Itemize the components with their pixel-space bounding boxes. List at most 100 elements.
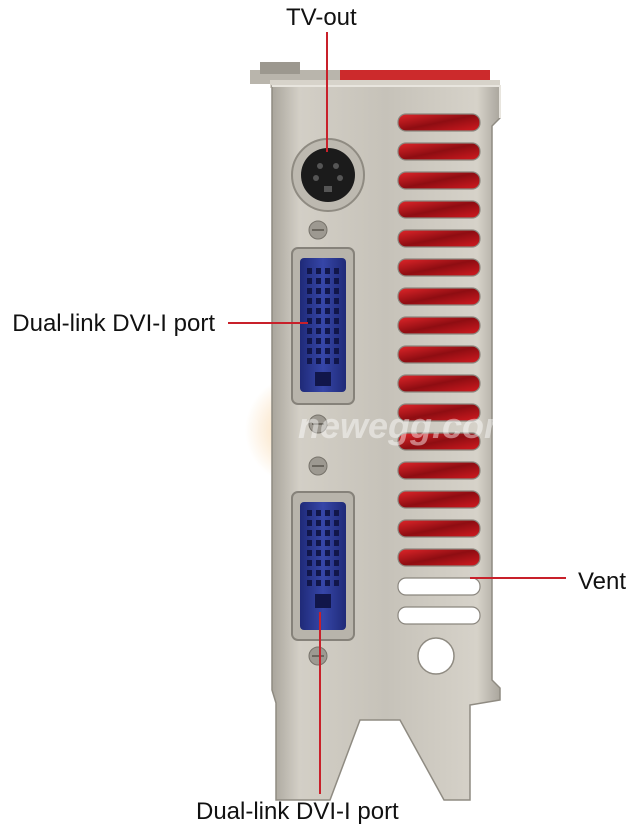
dvi-pin (334, 298, 339, 304)
dvi-pin (325, 298, 330, 304)
dvi-pin (325, 570, 330, 576)
dvi-pin (334, 318, 339, 324)
dvi-pin (316, 348, 321, 354)
dvi-pin (316, 540, 321, 546)
dvi-key (315, 594, 331, 608)
dvi-pin (316, 560, 321, 566)
vent-slot (397, 490, 481, 509)
dvi-pin (307, 520, 312, 526)
dvi-pin (316, 308, 321, 314)
vent-slot (397, 577, 481, 596)
dvi-pin (325, 560, 330, 566)
dvi-pin (307, 288, 312, 294)
label-dvi-port-bottom: Dual-link DVI-I port (196, 798, 399, 825)
dvi-pin (334, 530, 339, 536)
screw-2 (308, 414, 328, 434)
vent-slot (397, 316, 481, 335)
bracket-top-tab (250, 62, 500, 88)
vent-slot (397, 171, 481, 190)
vent-slot (397, 432, 481, 451)
dvi-pin (316, 298, 321, 304)
dvi-pin (316, 318, 321, 324)
dvi-pin (316, 550, 321, 556)
dvi-pin (307, 530, 312, 536)
vent-slot (397, 461, 481, 480)
vent-slot (397, 519, 481, 538)
dvi-pin (307, 560, 312, 566)
dvi-pin (325, 318, 330, 324)
dvi-pin (334, 510, 339, 516)
vent-slot (397, 345, 481, 364)
dvi-pin (325, 510, 330, 516)
dvi-pin (316, 530, 321, 536)
dvi-pin (325, 268, 330, 274)
dvi-pin (307, 358, 312, 364)
dvi-pin (325, 328, 330, 334)
dvi-pin (325, 338, 330, 344)
dvi-pin (307, 338, 312, 344)
dvi-pin (316, 580, 321, 586)
screw-1 (308, 220, 328, 240)
dvi-pin (307, 278, 312, 284)
dvi-pin (307, 348, 312, 354)
dvi-pin (334, 338, 339, 344)
vent-slot (397, 403, 481, 422)
dvi-pin (307, 308, 312, 314)
dvi-pin (334, 348, 339, 354)
label-dvi-port-top: Dual-link DVI-I port (12, 310, 215, 337)
dvi-pin (325, 550, 330, 556)
dvi-pin (316, 338, 321, 344)
vent-slot (397, 200, 481, 219)
vent-slot (397, 258, 481, 277)
vent-slot (397, 548, 481, 567)
dvi-pin (307, 540, 312, 546)
dvi-pin (316, 520, 321, 526)
dvi-pin (307, 328, 312, 334)
dvi-pin (325, 288, 330, 294)
dvi-pin (334, 580, 339, 586)
dvi-pin (307, 510, 312, 516)
vent-slots (397, 113, 481, 625)
dvi-pin (316, 268, 321, 274)
dvi-pin (316, 288, 321, 294)
dvi-pin (334, 540, 339, 546)
label-tv-out: TV-out (286, 4, 357, 31)
dvi-pin (316, 510, 321, 516)
label-vent: Vent (578, 568, 627, 595)
dvi-pin (334, 358, 339, 364)
dvi-pin (316, 358, 321, 364)
dvi-pin (325, 580, 330, 586)
dvi-pin (334, 570, 339, 576)
vent-slot (397, 229, 481, 248)
dvi-pin (325, 308, 330, 314)
tv-out-port (291, 138, 365, 212)
dvi-pin (334, 308, 339, 314)
dvi-port-top (291, 247, 355, 405)
dvi-pin (325, 358, 330, 364)
dvi-pin (307, 298, 312, 304)
dvi-pin (334, 288, 339, 294)
dvi-pin (334, 550, 339, 556)
dvi-pin (334, 278, 339, 284)
dvi-pin (334, 268, 339, 274)
vent-slot (397, 606, 481, 625)
screw-4 (308, 646, 328, 666)
vent-slot (397, 142, 481, 161)
dvi-pin (316, 278, 321, 284)
vent-slot (397, 374, 481, 393)
dvi-pin (334, 328, 339, 334)
bracket-hole (417, 637, 455, 675)
dvi-pin (334, 520, 339, 526)
dvi-port-bottom (291, 491, 355, 641)
vent-slot (397, 113, 481, 132)
dvi-pin (325, 540, 330, 546)
dvi-pin (307, 268, 312, 274)
dvi-key (315, 372, 331, 386)
dvi-pin (325, 520, 330, 526)
dvi-pin (307, 570, 312, 576)
screw-3 (308, 456, 328, 476)
vent-slot (397, 287, 481, 306)
dvi-pin (307, 318, 312, 324)
dvi-pin (334, 560, 339, 566)
watermark-text: newegg.com (298, 405, 516, 446)
